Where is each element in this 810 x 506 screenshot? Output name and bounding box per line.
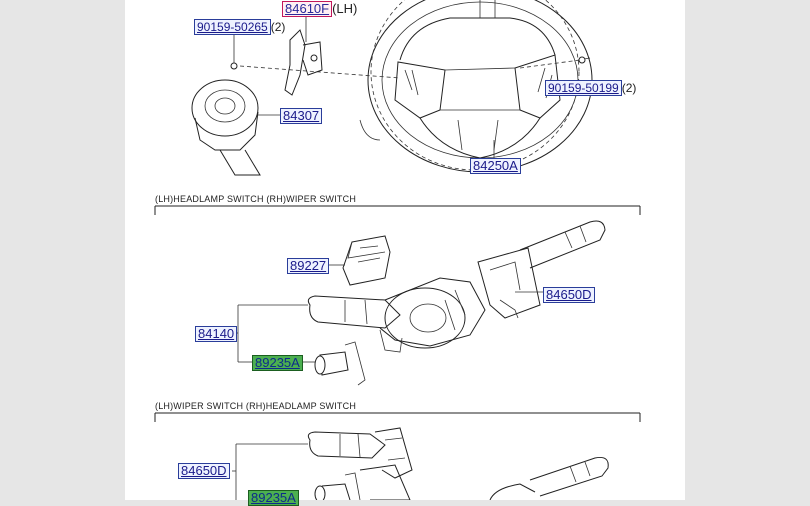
part-qty: (2) [270, 20, 286, 34]
part-link-84650D[interactable]: 84650D [543, 287, 595, 303]
part-label-84610F: 84610F(LH) [282, 1, 357, 17]
section-title-bottom: (LH)WIPER SWITCH (RH)HEADLAMP SWITCH [155, 401, 357, 411]
part-link-84650D[interactable]: 84650D [178, 463, 230, 479]
part-note: (LH) [332, 1, 358, 16]
part-link-89235A[interactable]: 89235A [252, 355, 303, 371]
part-label-84250A: 84250A [470, 158, 521, 174]
section-bracket-bottom [154, 412, 641, 422]
sensor-89235A-bottom-drawing [314, 472, 361, 500]
section-title-top: (LH)HEADLAMP SWITCH (RH)WIPER SWITCH [155, 194, 357, 204]
part-label-90159-50265: 90159-50265(2) [194, 19, 285, 35]
spiral-cable-drawing [191, 79, 282, 176]
part-link-84250A[interactable]: 84250A [470, 158, 521, 174]
wiper-switch-bottom-drawing [232, 427, 413, 500]
sensor-89235A-top-drawing [301, 341, 366, 386]
part-link-90159-50265[interactable]: 90159-50265 [194, 19, 271, 35]
part-link-84140[interactable]: 84140 [195, 326, 238, 342]
combination-switch-top-drawing [234, 277, 486, 363]
headlamp-switch-bottom-drawing [489, 457, 609, 500]
paddle-shifter-drawing [230, 15, 323, 96]
part-label-89235A-bottom: 89235A [248, 490, 299, 506]
part-label-89235A-top: 89235A [252, 355, 303, 371]
part-link-84610F[interactable]: 84610F [282, 1, 333, 17]
part-label-84307: 84307 [280, 108, 323, 124]
part-link-89235A[interactable]: 89235A [248, 490, 299, 506]
part-label-90159-50199: 90159-50199(2) [545, 80, 636, 96]
steering-wheel-drawing [239, 0, 593, 173]
part-label-84140: 84140 [195, 326, 238, 342]
part-link-90159-50199[interactable]: 90159-50199 [545, 80, 622, 96]
part-link-84307[interactable]: 84307 [280, 108, 323, 124]
connector-89227-drawing [329, 235, 391, 286]
section-bracket-top [154, 205, 641, 215]
part-label-84650D-top: 84650D [543, 287, 595, 303]
part-label-89227: 89227 [287, 258, 330, 274]
part-qty: (2) [621, 81, 637, 95]
part-label-84650D-bottom: 84650D [178, 463, 230, 479]
part-link-89227[interactable]: 89227 [287, 258, 330, 274]
wiper-switch-top-drawing [477, 220, 606, 319]
